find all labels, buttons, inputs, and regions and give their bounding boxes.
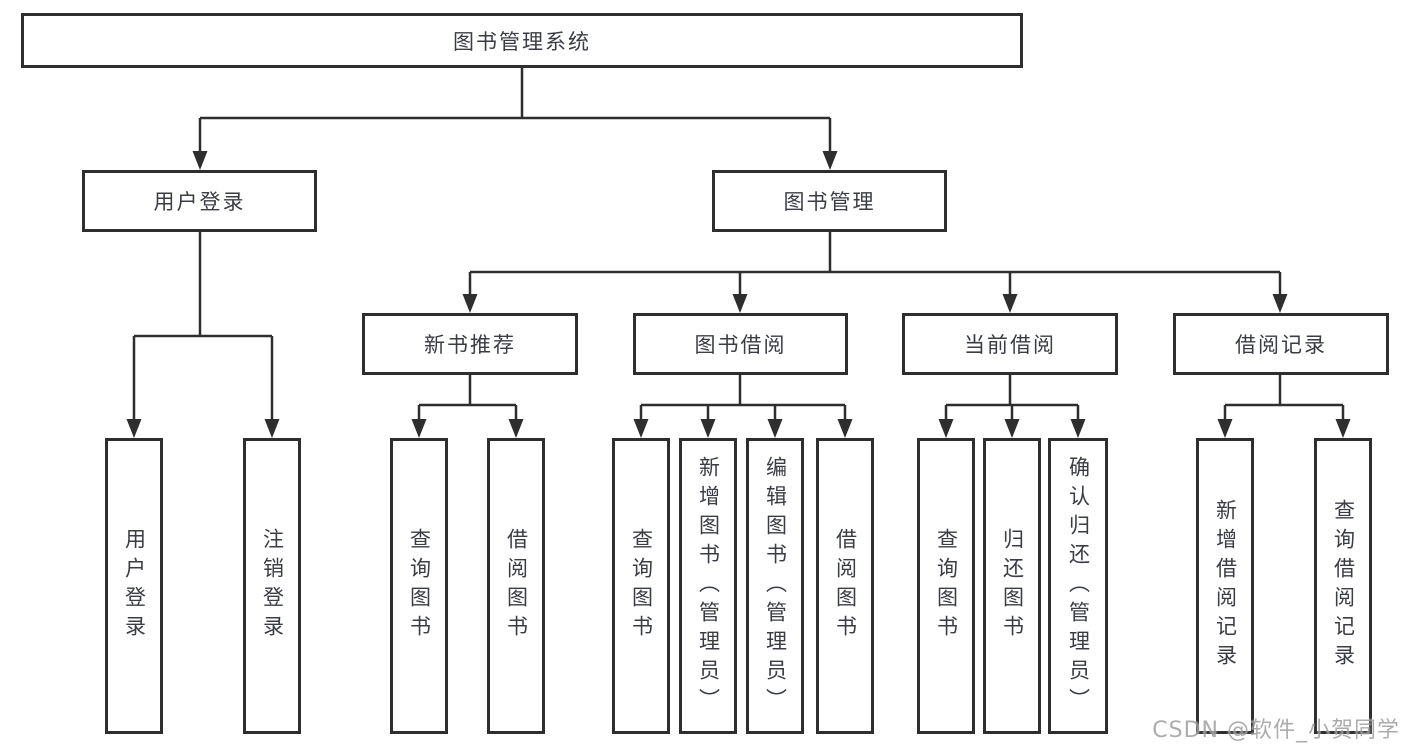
- node-library-system: 图书管理系统: [21, 13, 1023, 68]
- leaf-add-borrow-record-label: 新增借阅记录: [1213, 499, 1238, 673]
- leaf-logout-label: 注销登录: [260, 528, 285, 644]
- leaf-borrow-books: 借阅图书: [816, 438, 874, 734]
- leaf-add-book-admin-label: 新增图书（管理员）: [696, 455, 721, 717]
- leaf-add-borrow-record: 新增借阅记录: [1196, 438, 1254, 734]
- leaf-logout: 注销登录: [243, 438, 301, 734]
- node-current-borrow: 当前借阅: [902, 313, 1118, 375]
- leaf-query-books-borrow: 查询图书: [612, 438, 670, 734]
- connector-arrowheads: [126, 151, 1351, 438]
- leaf-query-borrow-record: 查询借阅记录: [1314, 438, 1372, 734]
- leaf-return-book-label: 归还图书: [1000, 528, 1025, 644]
- leaf-query-books-current: 查询图书: [917, 438, 975, 734]
- leaf-query-books-recommend-label: 查询图书: [407, 528, 432, 644]
- leaf-query-borrow-record-label: 查询借阅记录: [1331, 499, 1356, 673]
- leaf-edit-book-admin-label: 编辑图书（管理员）: [763, 455, 788, 717]
- leaf-confirm-return-admin-label: 确认归还（管理员）: [1066, 455, 1091, 717]
- leaf-edit-book-admin: 编辑图书（管理员）: [746, 438, 804, 734]
- leaf-add-book-admin: 新增图书（管理员）: [679, 438, 737, 734]
- node-user-login: 用户登录: [82, 170, 317, 232]
- leaf-borrow-books-recommend-label: 借阅图书: [504, 528, 529, 644]
- leaf-query-books-borrow-label: 查询图书: [629, 528, 654, 644]
- leaf-user-login: 用户登录: [105, 438, 163, 734]
- leaf-confirm-return-admin: 确认归还（管理员）: [1048, 438, 1108, 734]
- node-book-borrow: 图书借阅: [633, 313, 848, 375]
- connector-paths: [132, 68, 1345, 420]
- node-book-management: 图书管理: [712, 170, 947, 232]
- leaf-borrow-books-recommend: 借阅图书: [487, 438, 545, 734]
- leaf-user-login-label: 用户登录: [122, 528, 147, 644]
- leaf-query-books-current-label: 查询图书: [934, 528, 959, 644]
- csdn-watermark: CSDN @软件_小贺同学: [1152, 718, 1400, 743]
- node-new-book-recommend: 新书推荐: [362, 313, 578, 375]
- leaf-return-book: 归还图书: [983, 438, 1041, 734]
- leaf-query-books-recommend: 查询图书: [390, 438, 448, 734]
- node-borrow-records: 借阅记录: [1173, 313, 1389, 375]
- leaf-borrow-books-label: 借阅图书: [833, 528, 858, 644]
